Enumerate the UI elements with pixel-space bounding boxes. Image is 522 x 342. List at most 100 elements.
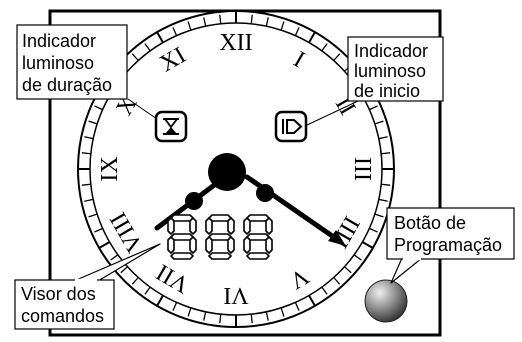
display-segment [208,214,232,222]
callout-label-line1: Indicador [354,41,428,61]
display-segment [208,252,232,260]
dial-tick [333,53,341,61]
display-segment [189,217,197,235]
callout-label-line2: Programação [394,235,502,255]
display-segment [246,233,270,241]
dial-tick [94,105,103,111]
display-digit [243,214,273,260]
dial-numeral: VI [223,282,248,308]
display-digit [205,214,235,260]
display-segment [189,236,197,254]
callout-duration-indicator: Indicador luminoso de duração [16,24,158,120]
dial-tick [203,311,207,321]
callout-label-line1: Indicador [22,31,96,51]
display-segment [170,233,194,241]
dial-tick [280,21,285,31]
dial-tick [156,31,164,44]
dial-tick [81,183,91,186]
dial-tick [265,17,269,27]
dial-numeral: XII [219,30,252,56]
callout-label-line3: de duração [22,75,112,95]
callout-label-line3: de inicio [354,81,420,101]
right-hand-joint [256,184,274,202]
hand-arrow-tip [328,230,346,246]
dial-tick [374,120,384,125]
callout-label-line2: luminoso [22,53,94,73]
callout-pointer [127,98,158,120]
callout-box [347,36,444,102]
callout-box [16,24,128,100]
dial-tick [344,266,352,274]
dial-tick [84,136,94,140]
callout-command-display: Visor dos comandos [14,243,161,330]
dial-tick [81,152,91,155]
callout-label-line1: Visor dos [21,284,96,304]
display-segment [170,214,194,222]
dial-tick [144,286,151,295]
dial-tick [131,277,139,285]
dial-tick [203,17,207,27]
dial-tick [219,314,222,324]
dial-numeral: IX [97,156,123,181]
display-segment [243,236,251,254]
dial-tick [131,53,139,61]
callout-pointer [304,100,359,127]
dial-tick [280,307,285,317]
dial-tick [353,254,362,261]
display-digit [167,214,197,260]
callout-label-line1: Botão de [394,213,466,233]
dial-tick [321,43,328,52]
display-segment [208,233,232,241]
dial-tick [321,286,328,295]
callout-label-line2: comandos [21,306,104,326]
dial-tick [172,27,178,36]
dial-tick [84,198,94,202]
dial-tick [294,302,300,311]
callout-programming-button: Botão de Programação [386,207,515,284]
play-arrow-icon [274,110,308,143]
dial-tick [172,302,178,311]
dial-tick [294,27,300,36]
dial-tick [333,277,341,285]
dial-tick [187,21,192,31]
dial-tick [381,152,391,155]
dial-tick [378,136,388,140]
display-segment [170,252,194,260]
display-segment [205,236,213,254]
dial-tick [88,213,98,218]
dial-tick [308,31,316,44]
center-hub [208,153,246,191]
display-segment [227,217,235,235]
programming-button[interactable] [364,279,408,323]
dial-tick [98,241,111,249]
clock-hands [154,153,346,246]
dial-tick [378,198,388,202]
dial-tick [308,294,316,307]
command-display [167,214,273,260]
display-segment [265,217,273,235]
callout-label-line2: luminoso [354,61,426,81]
display-segment [167,236,175,254]
dial-tick [250,14,253,24]
dial-tick [369,227,378,233]
dial-tick [374,213,384,218]
left-hand-joint [185,192,203,210]
dial-tick [265,311,269,321]
display-segment [205,217,213,235]
dial-tick [361,241,374,249]
hourglass-icon [154,110,188,143]
dial-tick [120,266,128,274]
display-segment [246,214,270,222]
dial-tick [88,120,98,125]
callout-box [386,207,515,260]
display-segment [167,217,175,235]
dial-tick [369,105,378,111]
display-segment [227,236,235,254]
callout-box [14,279,115,330]
dial-tick [187,307,192,317]
dial-tick [219,14,222,24]
dial-numeral: III [349,157,375,181]
dial-tick [144,43,151,52]
dial-tick [156,294,164,307]
